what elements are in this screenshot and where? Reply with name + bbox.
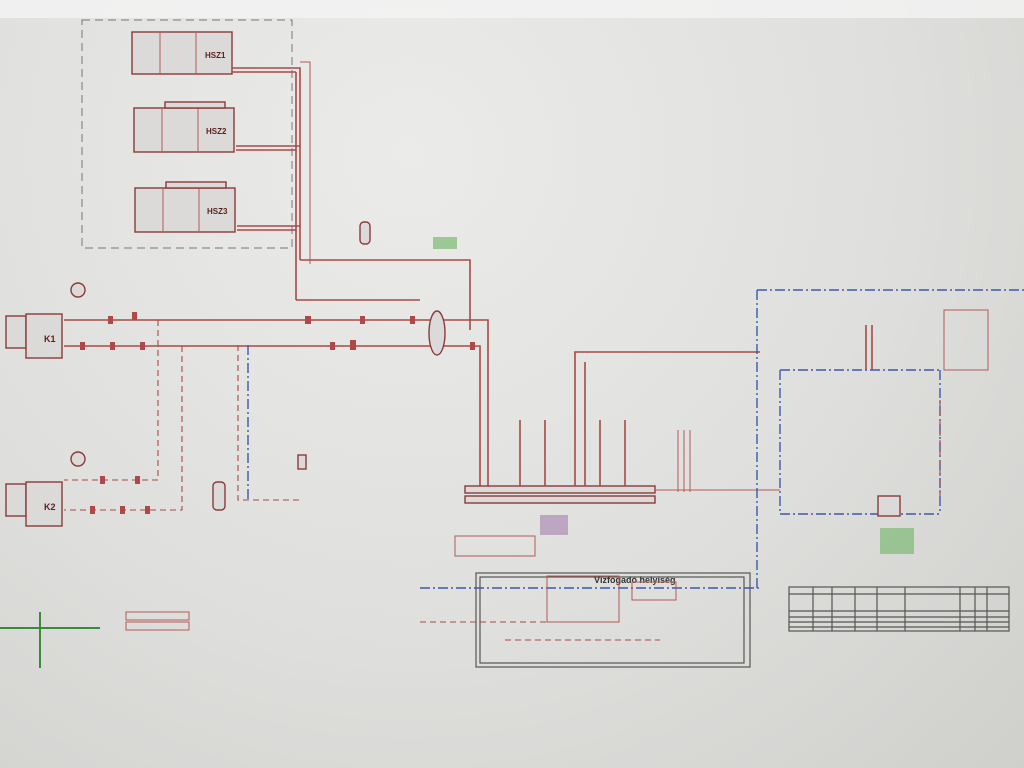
chiller-hsz3: HSZ3 [134, 181, 236, 233]
pressure-gauge [70, 282, 86, 298]
water-intake-room: Vízfogadó helyiség [420, 572, 761, 668]
pressure-gauge [70, 451, 86, 467]
distributor-manifold [464, 351, 780, 504]
room-label: Vízfogadó helyiség [594, 575, 676, 585]
boiler-label: K2 [44, 502, 56, 512]
expansion-vessel [359, 221, 371, 245]
chiller-piping [232, 61, 471, 330]
valve-symbols [80, 312, 475, 514]
chiller-label: HSZ2 [206, 127, 227, 136]
water-treatment [212, 345, 307, 511]
control-panel-outline [943, 309, 989, 371]
boiler-label: K1 [44, 334, 56, 344]
chiller-hsz1: HSZ1 [131, 31, 233, 75]
secondary-circuit [756, 289, 1024, 590]
notes [0, 237, 914, 668]
boiler-k2: K2 [5, 451, 86, 527]
legend-table [788, 586, 1010, 632]
chiller-area-boundary [81, 19, 293, 249]
chiller-label: HSZ3 [207, 207, 228, 216]
chiller-label: HSZ1 [205, 51, 226, 60]
main-headers [64, 221, 489, 511]
glare [0, 0, 1024, 18]
buffer-tank [428, 310, 446, 356]
boiler-k1: K1 [5, 282, 86, 359]
chiller-hsz2: HSZ2 [133, 101, 235, 153]
